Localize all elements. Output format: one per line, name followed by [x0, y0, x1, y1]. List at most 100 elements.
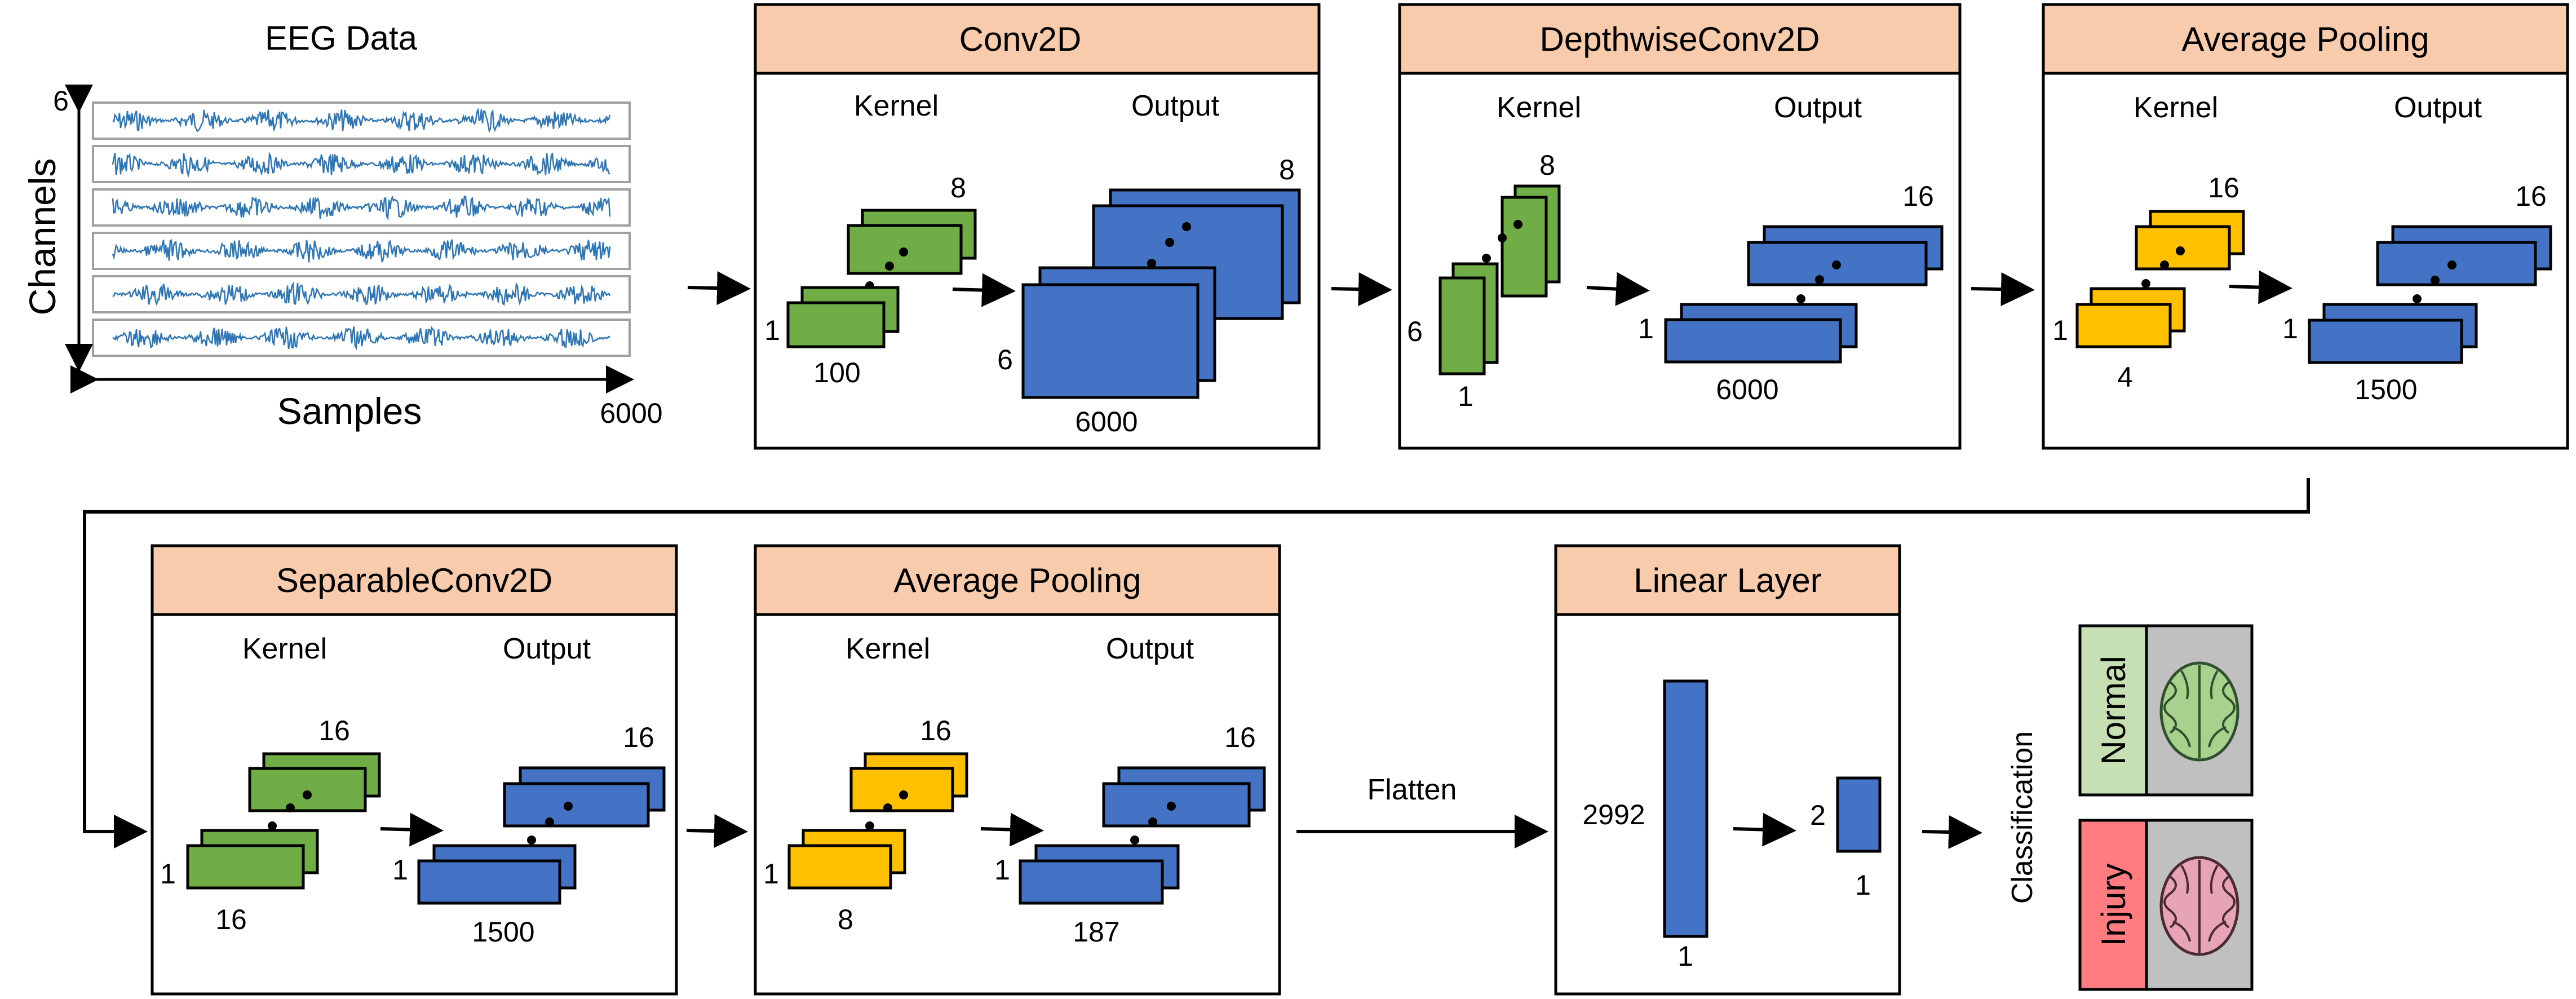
separable-title: SeparableConv2D [276, 562, 552, 599]
linear-output-width: 1 [1855, 869, 1871, 901]
separable-kernel-label: Kernel [242, 633, 327, 665]
depthwise-output-width: 6000 [1716, 374, 1778, 405]
avgpool2-inner-arrow [980, 812, 1044, 847]
avgpool1-inner-arrow [2229, 270, 2292, 304]
eeg-data-panel: EEG Data 6 Channels Samples 6000 [21, 19, 663, 432]
eeg-sample-count: 6000 [600, 397, 662, 429]
depthwise-output-height: 1 [1638, 313, 1654, 344]
avgpool1-output-depth: 16 [2515, 180, 2547, 212]
linear-inner-arrow [1733, 812, 1796, 847]
eeg-signal-trace [112, 151, 610, 178]
arrow-linear-to-classification [1922, 815, 1982, 849]
conv2d-output-height: 6 [997, 344, 1013, 375]
channels-axis-label: Channels [21, 158, 63, 316]
eeg-signal-trace [112, 107, 611, 134]
depthwise-kernel-stack [1439, 184, 1561, 375]
depthwise-output-stack [1664, 225, 1944, 364]
eeg-signal-trace [112, 281, 611, 306]
eeg-title: EEG Data [265, 19, 418, 57]
conv2d-panel: Conv2D Kernel Output 8 1 100 8 6 6000 [754, 3, 1321, 450]
avgpool1-kernel-depth: 16 [2208, 172, 2239, 204]
eeg-signal-trace [112, 239, 611, 263]
separable-output-stack [417, 766, 666, 905]
arrow-row1-to-separable [83, 478, 2310, 848]
flatten-label: Flatten [1367, 773, 1457, 806]
conv2d-header [754, 3, 1321, 75]
separable-output-height: 1 [392, 854, 408, 886]
separable-inner-arrow [380, 812, 444, 847]
linear-panel: Linear Layer 2992 1 2 1 [1554, 544, 1901, 996]
conv2d-output-depth: 8 [1279, 154, 1295, 185]
conv2d-kernel-stack [786, 209, 977, 348]
linear-header [1554, 544, 1901, 616]
conv2d-output-stack [1021, 188, 1301, 399]
separable-kernel-height: 1 [160, 858, 176, 890]
avgpool2-header [754, 544, 1281, 616]
conv2d-kernel-width: 100 [813, 357, 860, 388]
separable-output-depth: 16 [623, 722, 654, 753]
avgpool2-title: Average Pooling [893, 562, 1141, 599]
avgpool2-kernel-stack [787, 752, 968, 890]
avgpool1-header [2042, 3, 2569, 75]
brain-normal-icon [2159, 661, 2239, 762]
avgpool1-title: Average Pooling [2181, 20, 2429, 58]
depthwise-output-label: Output [1774, 91, 1862, 124]
avgpool1-kernel-width: 4 [2117, 361, 2133, 393]
depthwise-title: DepthwiseConv2D [1540, 20, 1820, 58]
linear-output-vector [1836, 776, 1882, 853]
class-injury-card: Injury [2078, 819, 2254, 991]
separable-header [151, 544, 678, 616]
separable-kernel-depth: 16 [318, 715, 350, 746]
class-injury-label: Injury [2095, 864, 2132, 947]
depthwise-kernel-height: 6 [1407, 316, 1423, 347]
linear-input-width: 1 [1678, 940, 1693, 972]
eeg-channel-count: 6 [53, 85, 69, 117]
linear-input-height: 2992 [1582, 799, 1645, 830]
separable-panel: SeparableConv2D Kernel Output 16 1 16 16… [151, 544, 678, 996]
avgpool2-output-height: 1 [994, 854, 1010, 886]
avgpool2-output-width: 187 [1073, 916, 1119, 948]
conv2d-output-width: 6000 [1075, 406, 1137, 437]
avgpool2-output-depth: 16 [1224, 722, 1256, 753]
depthwise-kernel-label: Kernel [1497, 91, 1581, 124]
avgpool2-kernel-height: 1 [763, 858, 779, 890]
conv2d-kernel-label: Kernel [854, 90, 939, 122]
avgpool1-kernel-height: 1 [2052, 315, 2068, 346]
avgpool2-output-stack [1019, 766, 1266, 905]
avgpool1-output-width: 1500 [2354, 374, 2417, 405]
depthwise-kernel-width: 1 [1458, 381, 1473, 412]
arrow-depthwise-to-avgpool [1971, 272, 2035, 307]
linear-output-height: 2 [1810, 799, 1826, 831]
eeg-signal-trace [112, 326, 610, 351]
samples-axis-label: Samples [277, 390, 422, 432]
separable-output-label: Output [503, 633, 591, 665]
avgpool2-kernel-label: Kernel [846, 633, 930, 665]
class-normal-card: Normal [2078, 624, 2254, 797]
avgpool1-kernel-label: Kernel [2134, 91, 2218, 124]
separable-kernel-stack [186, 752, 381, 890]
separable-output-width: 1500 [472, 916, 534, 948]
eeg-channel-strips [92, 101, 631, 357]
linear-input-vector [1663, 679, 1709, 938]
depthwise-inner-arrow [1586, 272, 1650, 306]
avgpool1-output-height: 1 [2282, 313, 2298, 344]
avgpool1-kernel-stack [2075, 210, 2245, 348]
classification-label: Classification [2006, 731, 2039, 904]
avgpool2-panel: Average Pooling Kernel Output 16 1 8 16 … [754, 544, 1281, 996]
depthwise-kernel-depth: 8 [1539, 149, 1555, 181]
conv2d-kernel-height: 1 [764, 315, 780, 346]
avgpool1-panel: Average Pooling Kernel Output 16 1 4 16 … [2042, 3, 2569, 450]
arrow-eeg-to-conv2d [687, 271, 751, 306]
brain-injury-icon [2159, 856, 2239, 956]
avgpool2-kernel-width: 8 [838, 904, 853, 935]
conv2d-output-label: Output [1131, 90, 1220, 122]
arrow-separable-to-avgpool [686, 814, 748, 848]
class-normal-label: Normal [2095, 656, 2132, 764]
avgpool1-output-label: Output [2394, 91, 2482, 124]
avgpool2-output-label: Output [1106, 633, 1194, 665]
avgpool2-kernel-depth: 16 [920, 715, 951, 746]
arrow-conv2d-to-depthwise [1331, 272, 1392, 306]
linear-title: Linear Layer [1634, 562, 1822, 599]
avgpool1-output-stack [2308, 225, 2552, 364]
separable-kernel-width: 16 [215, 904, 247, 935]
